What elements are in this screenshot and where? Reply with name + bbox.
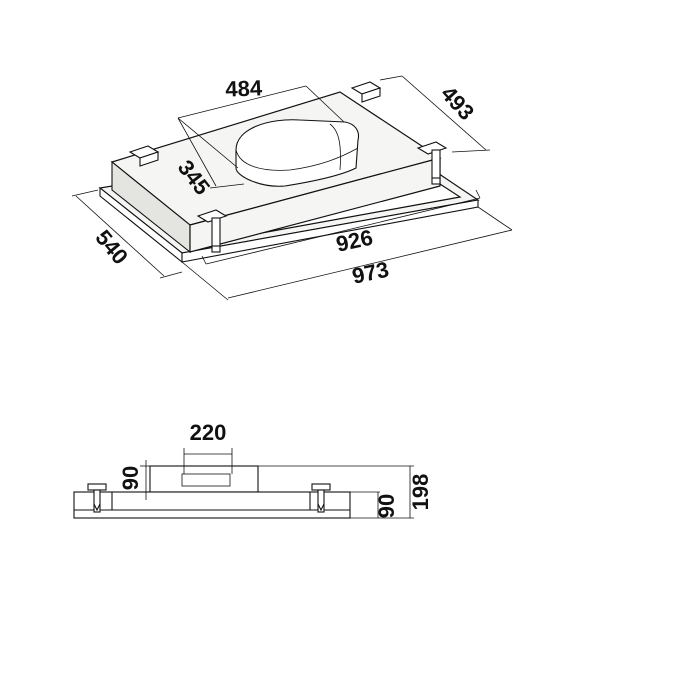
mounting-bracket-front-left <box>196 209 228 253</box>
mounting-bracket-front-right <box>416 141 448 185</box>
label-198: 198 <box>408 474 433 511</box>
label-540: 540 <box>90 225 133 269</box>
dimension-484: 484 <box>177 75 345 169</box>
dimension-220: 220 <box>183 420 233 474</box>
side-body <box>73 491 351 519</box>
label-484: 484 <box>225 75 263 101</box>
hood-right-face <box>189 157 441 253</box>
side-bracket-right <box>311 483 331 513</box>
label-220: 220 <box>190 420 227 445</box>
dimension-198: 198 <box>258 465 433 519</box>
dimension-90-outlet: 90 <box>118 460 150 500</box>
dimension-926: 926 <box>201 189 481 265</box>
side-outlet-inner <box>181 473 231 487</box>
label-973: 973 <box>350 257 391 289</box>
side-outlet <box>149 465 259 493</box>
label-493: 493 <box>436 81 479 125</box>
exhaust-outlet <box>235 119 360 187</box>
label-90-body: 90 <box>374 494 399 518</box>
mounting-bracket-back-left <box>128 145 160 167</box>
dimension-90-body: 90 <box>350 491 399 519</box>
side-view: 220 90 90 198 <box>73 420 433 519</box>
label-90-outlet: 90 <box>118 466 143 490</box>
isometric-view: 484 345 493 540 926 <box>71 75 513 301</box>
side-bracket-left <box>87 483 107 513</box>
mounting-bracket-back-right <box>350 81 382 103</box>
